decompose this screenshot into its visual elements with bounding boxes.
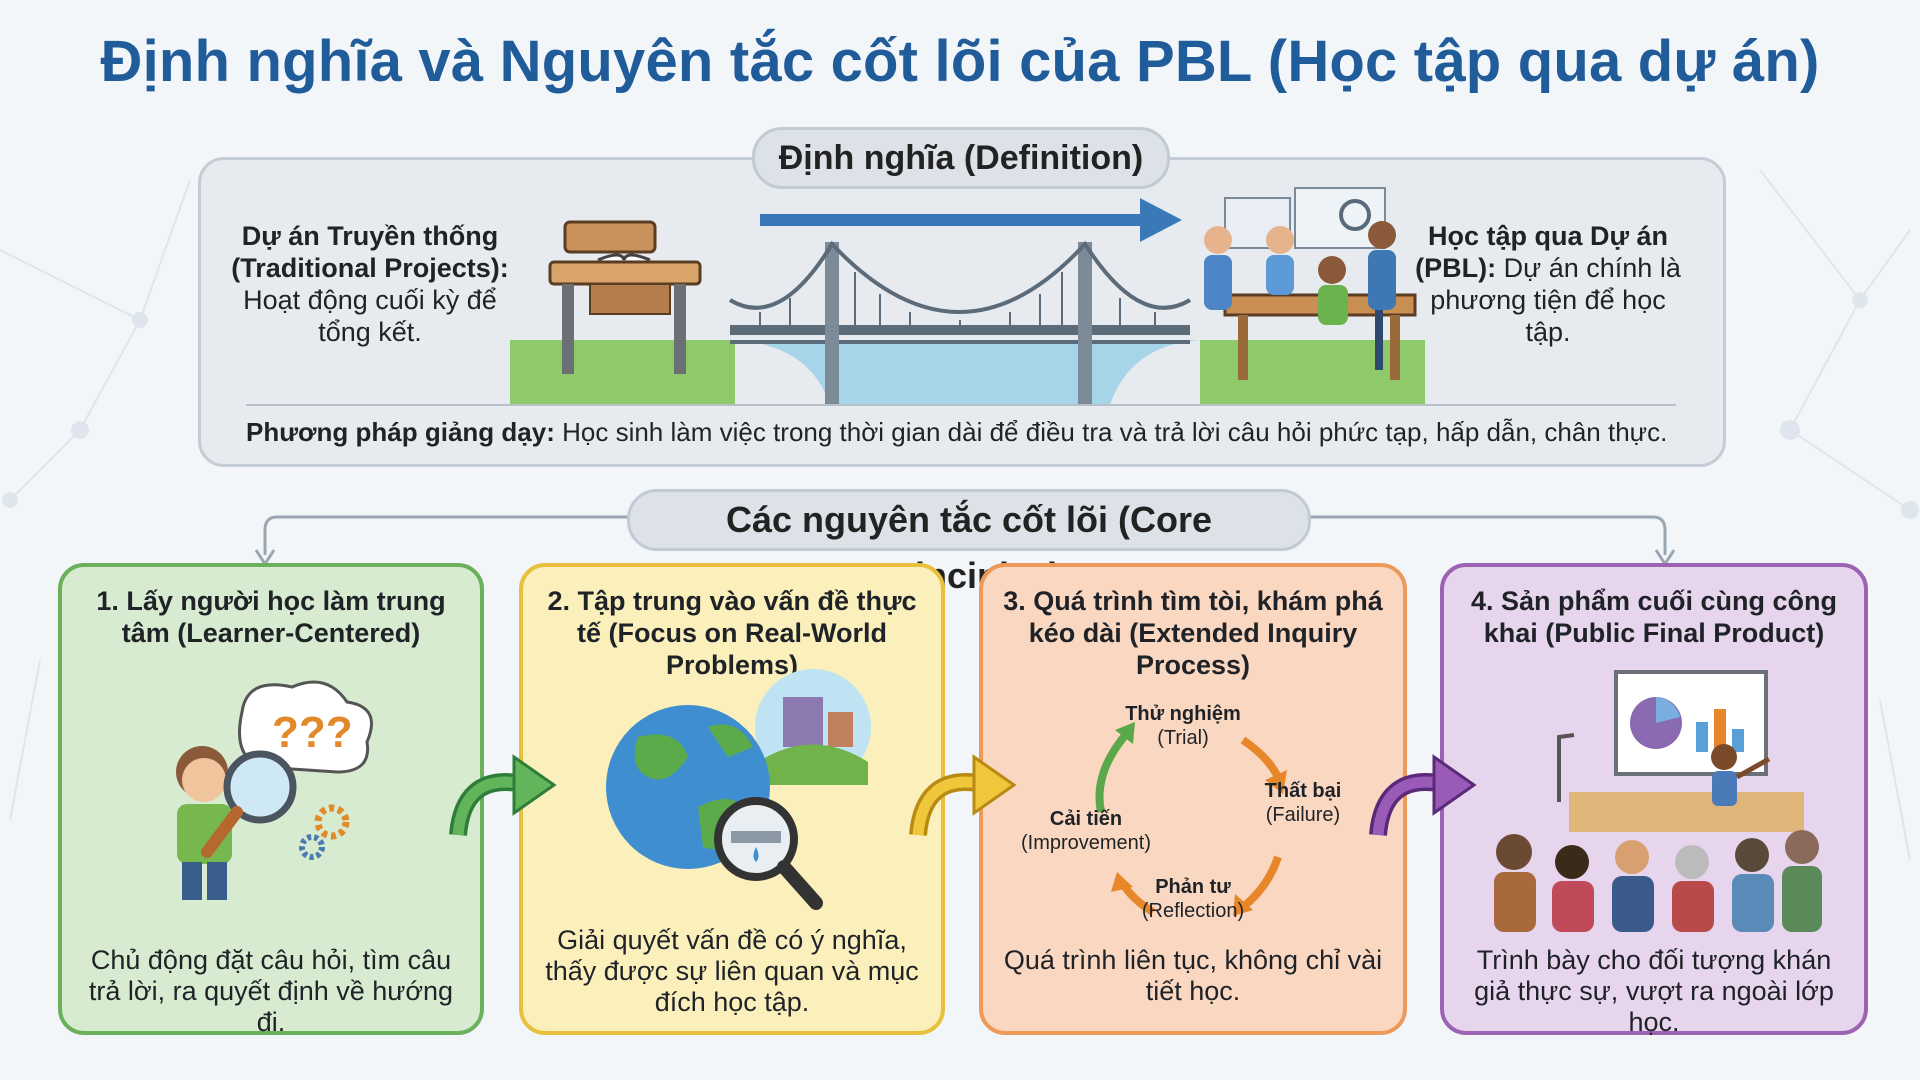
principle-card-learner-centered: 1. Lấy người học làm trung tâm (Learner-…	[58, 563, 484, 1037]
cycle-reflection: Phản tư(Reflection)	[1141, 876, 1245, 922]
bridge-icon	[728, 240, 1192, 405]
inquiry-cycle-arrows	[1095, 722, 1287, 916]
bridge-illustration	[510, 187, 1425, 405]
teaching-method-label: Phương pháp giảng dạy:	[246, 417, 555, 447]
students-collaborating-icon	[1204, 187, 1417, 380]
principle-card-real-world: 2. Tập trung vào vấn đề thực tế (Focus o…	[519, 563, 945, 1035]
cycle-trial: Thử nghiệm(Trial)	[1125, 703, 1241, 749]
principle-1-title: 1. Lấy người học làm trung tâm (Learner-…	[96, 586, 446, 648]
traditional-projects-text: Dự án Truyền thống (Traditional Projects…	[220, 220, 520, 348]
cycle-failure: Thất bại(Failure)	[1264, 780, 1342, 826]
arrow-3-to-4-icon	[1369, 754, 1477, 837]
principle-card-public-product: 4. Sản phẩm cuối cùng công khai (Public …	[1440, 563, 1868, 1037]
principle-4-desc: Trình bày cho đối tượng khán giả thực sự…	[1474, 945, 1834, 1037]
arrow-2-to-3-icon	[909, 754, 1017, 837]
traditional-projects-desc: Hoạt động cuối kỳ để tổng kết.	[243, 285, 497, 347]
principle-3-desc: Quá trình liên tục, không chỉ vài tiết h…	[1003, 945, 1383, 1006]
pbl-text: Học tập qua Dự án (PBL): Dự án chính là …	[1413, 220, 1683, 348]
teaching-method-desc: Học sinh làm việc trong thời gian dài để…	[562, 417, 1668, 447]
definition-divider	[246, 404, 1676, 406]
principle-3-title: 3. Quá trình tìm tòi, khám phá kéo dài (…	[1003, 586, 1383, 680]
principle-card-extended-inquiry: 3. Quá trình tìm tòi, khám phá kéo dài (…	[979, 563, 1407, 1035]
teaching-method-text: Phương pháp giảng dạy: Học sinh làm việc…	[246, 417, 1706, 448]
core-principles-heading: Các nguyên tắc cốt lõi (Core Principles)	[627, 489, 1311, 596]
traditional-projects-label: Dự án Truyền thống (Traditional Projects…	[231, 221, 509, 283]
definition-heading: Định nghĩa (Definition)	[752, 127, 1170, 189]
curious-child-magnifier-icon: ???	[176, 680, 373, 900]
pbl-label: Học tập qua Dự án (PBL):	[1415, 221, 1669, 283]
svg-text:???: ???	[272, 708, 353, 757]
arrow-1-to-2-icon	[449, 754, 557, 837]
cycle-improvement: Cải tiến(Improvement)	[1020, 808, 1152, 854]
principle-4-title: 4. Sản phẩm cuối cùng công khai (Public …	[1470, 586, 1838, 648]
principle-2-title: 2. Tập trung vào vấn đề thực tế (Focus o…	[547, 586, 917, 680]
globe-community-magnifier-icon	[606, 669, 871, 910]
principle-1-desc: Chủ động đặt câu hỏi, tìm câu trả lời, r…	[88, 945, 454, 1037]
page-title: Định nghĩa và Nguyên tắc cốt lõi của PBL…	[100, 29, 1820, 94]
pbl-desc: Dự án chính là phương tiện để học tập.	[1430, 253, 1681, 347]
school-desk-icon	[548, 220, 702, 374]
presentation-audience-icon	[1494, 670, 1822, 932]
principle-2-desc: Giải quyết vấn đề có ý nghĩa, thấy được …	[545, 925, 919, 1017]
audience-group	[1494, 830, 1822, 932]
